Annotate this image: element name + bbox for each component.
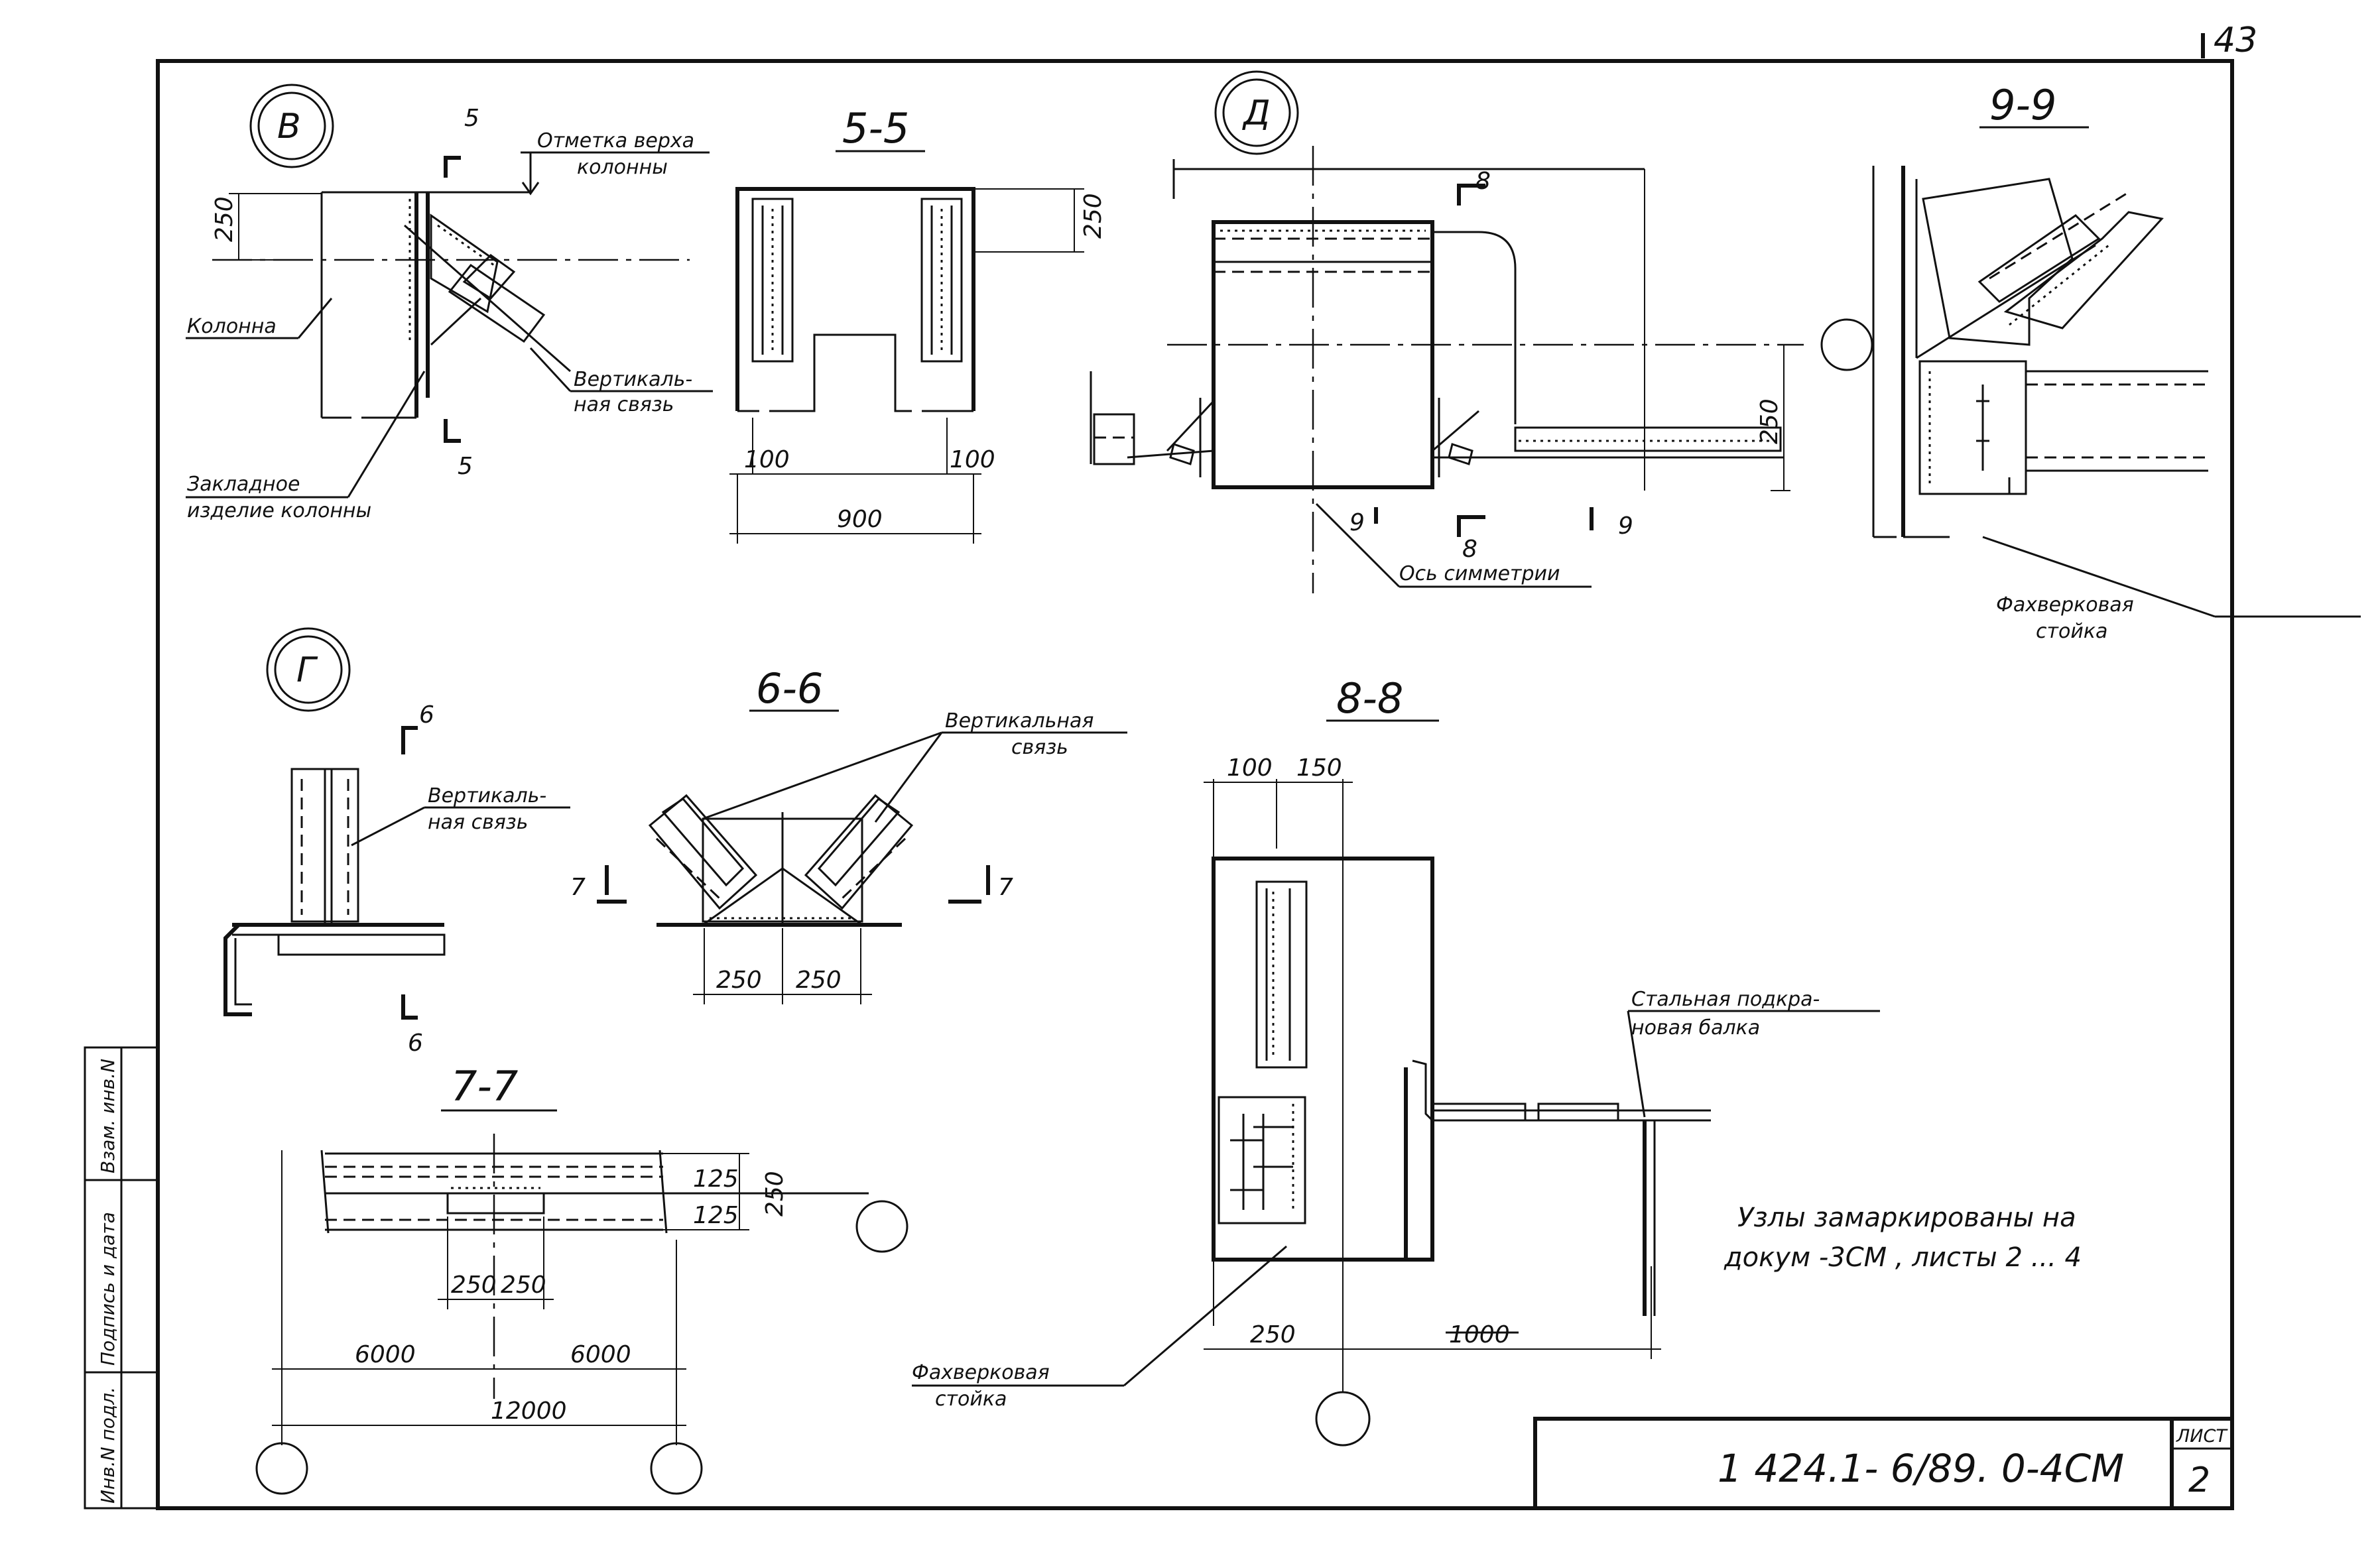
section-8-8: 8-8 100 150 Стальная подкра- [912,674,1880,1447]
side-sign: Подпись и дата [97,1212,119,1366]
label-axis-sym: Ось симметрии [1399,562,1560,585]
label-top-mark-2: колонны [577,156,668,179]
stamp-code: 1 424.1- 6/89. 0-4СМ [1718,1446,2124,1491]
dim-6000-b: 6000 [570,1341,631,1368]
label-embed-1: Закладное [187,473,300,496]
stamp-sheet-label: ЛИСТ [2176,1426,2228,1447]
dim-250-66a: 250 [716,967,762,994]
note-line-2: докум -3СМ , листы 2 ... 4 [1723,1242,2082,1273]
dim-250-77: 250 [761,1171,788,1217]
dim-250-66b: 250 [796,967,842,994]
cut-5-bottom: 5 [458,453,473,480]
label-vbrace-full-1: Вертикальная [945,709,1094,733]
dim-100-left: 100 [744,446,790,473]
label-fach-b2: стойка [935,1388,1007,1411]
dim-250-d: 250 [1756,398,1783,444]
label-vbrace-a2: ная связь [574,393,674,416]
section-title-9-9: 9-9 [1989,81,2056,129]
cut-7-right: 7 [998,874,1013,901]
cut-5-top: 5 [464,105,479,132]
cut-9-left: 9 [1349,509,1365,536]
dim-250-77a: 250 [451,1272,497,1299]
section-5-5: 5-5 250 100 100 900 [729,104,1107,544]
section-title-8-8: 8-8 [1336,674,1403,723]
dim-12000: 12000 [491,1397,567,1425]
label-embed-2: изделие колонны [187,499,371,522]
cut-6-bottom: 6 [408,1030,423,1057]
node-b-detail: В 250 5 5 Отметка верха колон [186,84,713,522]
dim-100-right: 100 [950,446,995,473]
dim-250-88: 250 [1250,1321,1296,1348]
page-number: 43 [2214,21,2257,60]
section-7-7: 7-7 125 125 250 250 250 6000 6000 1200 [255,1062,908,1495]
label-fach-a1: Фахверковая [1996,593,2134,617]
side-strip: Инв.N подл. Подпись и дата Взам. инв.N [84,1046,159,1510]
section-6-6: 6-6 7 7 Вертикальная связь 250 250 [570,664,1127,1004]
dim-100-88: 100 [1227,754,1273,782]
label-fach-b1: Фахверковая [912,1361,1050,1384]
dim-125-b: 125 [693,1202,739,1229]
dim-150-88: 150 [1296,754,1342,782]
section-title-7-7: 7-7 [451,1062,518,1110]
sheet-frame [156,59,2234,1510]
title-block: 1 424.1- 6/89. 0-4СМ ЛИСТ 2 [1533,1417,2234,1510]
label-top-mark-1: Отметка верха [537,129,694,152]
cut-6-top: 6 [419,701,434,729]
cut-9-right: 9 [1618,512,1633,540]
cut-8-bottom: 8 [1462,536,1477,563]
label-vbrace-b2: ная связь [428,811,528,834]
side-exch: Взам. инв.N [97,1059,119,1173]
dim-250-77b: 250 [501,1272,546,1299]
side-inv: Инв.N подл. [97,1387,119,1504]
node-b-label: В [277,107,301,147]
dim-900: 900 [837,506,883,533]
cut-7-left: 7 [570,874,586,901]
section-title-5-5: 5-5 [842,104,909,152]
label-vbrace-b1: Вертикаль- [428,784,546,807]
dim-125-a: 125 [693,1165,739,1193]
dim-6000-a: 6000 [355,1341,416,1368]
label-column: Колонна [187,315,277,338]
label-fach-a2: стойка [2036,620,2107,643]
label-vbrace-a1: Вертикаль- [574,368,692,391]
dim-1000-88: 1000 [1449,1321,1510,1348]
node-g-label: Г [296,650,318,690]
node-d-detail: Д 250 8 [1090,70,1873,593]
node-d-label: Д [1242,93,1271,133]
label-crane-1: Стальная подкра- [1631,988,1820,1011]
note-line-1: Узлы замаркированы на [1737,1203,2076,1233]
label-crane-2: новая балка [1631,1016,1760,1040]
cut-8-top: 8 [1475,168,1491,195]
dim-250-b: 250 [211,196,238,242]
stamp-sheet-no: 2 [2188,1460,2210,1500]
section-title-6-6: 6-6 [756,664,823,713]
node-g-detail: Г 6 6 Вертикаль- ная связь [223,627,570,1057]
section-9-9: 9-9 Фахверковая стойка [1872,81,2361,643]
dim-250-55: 250 [1080,193,1107,239]
label-vbrace-full-2: связь [1011,736,1068,759]
